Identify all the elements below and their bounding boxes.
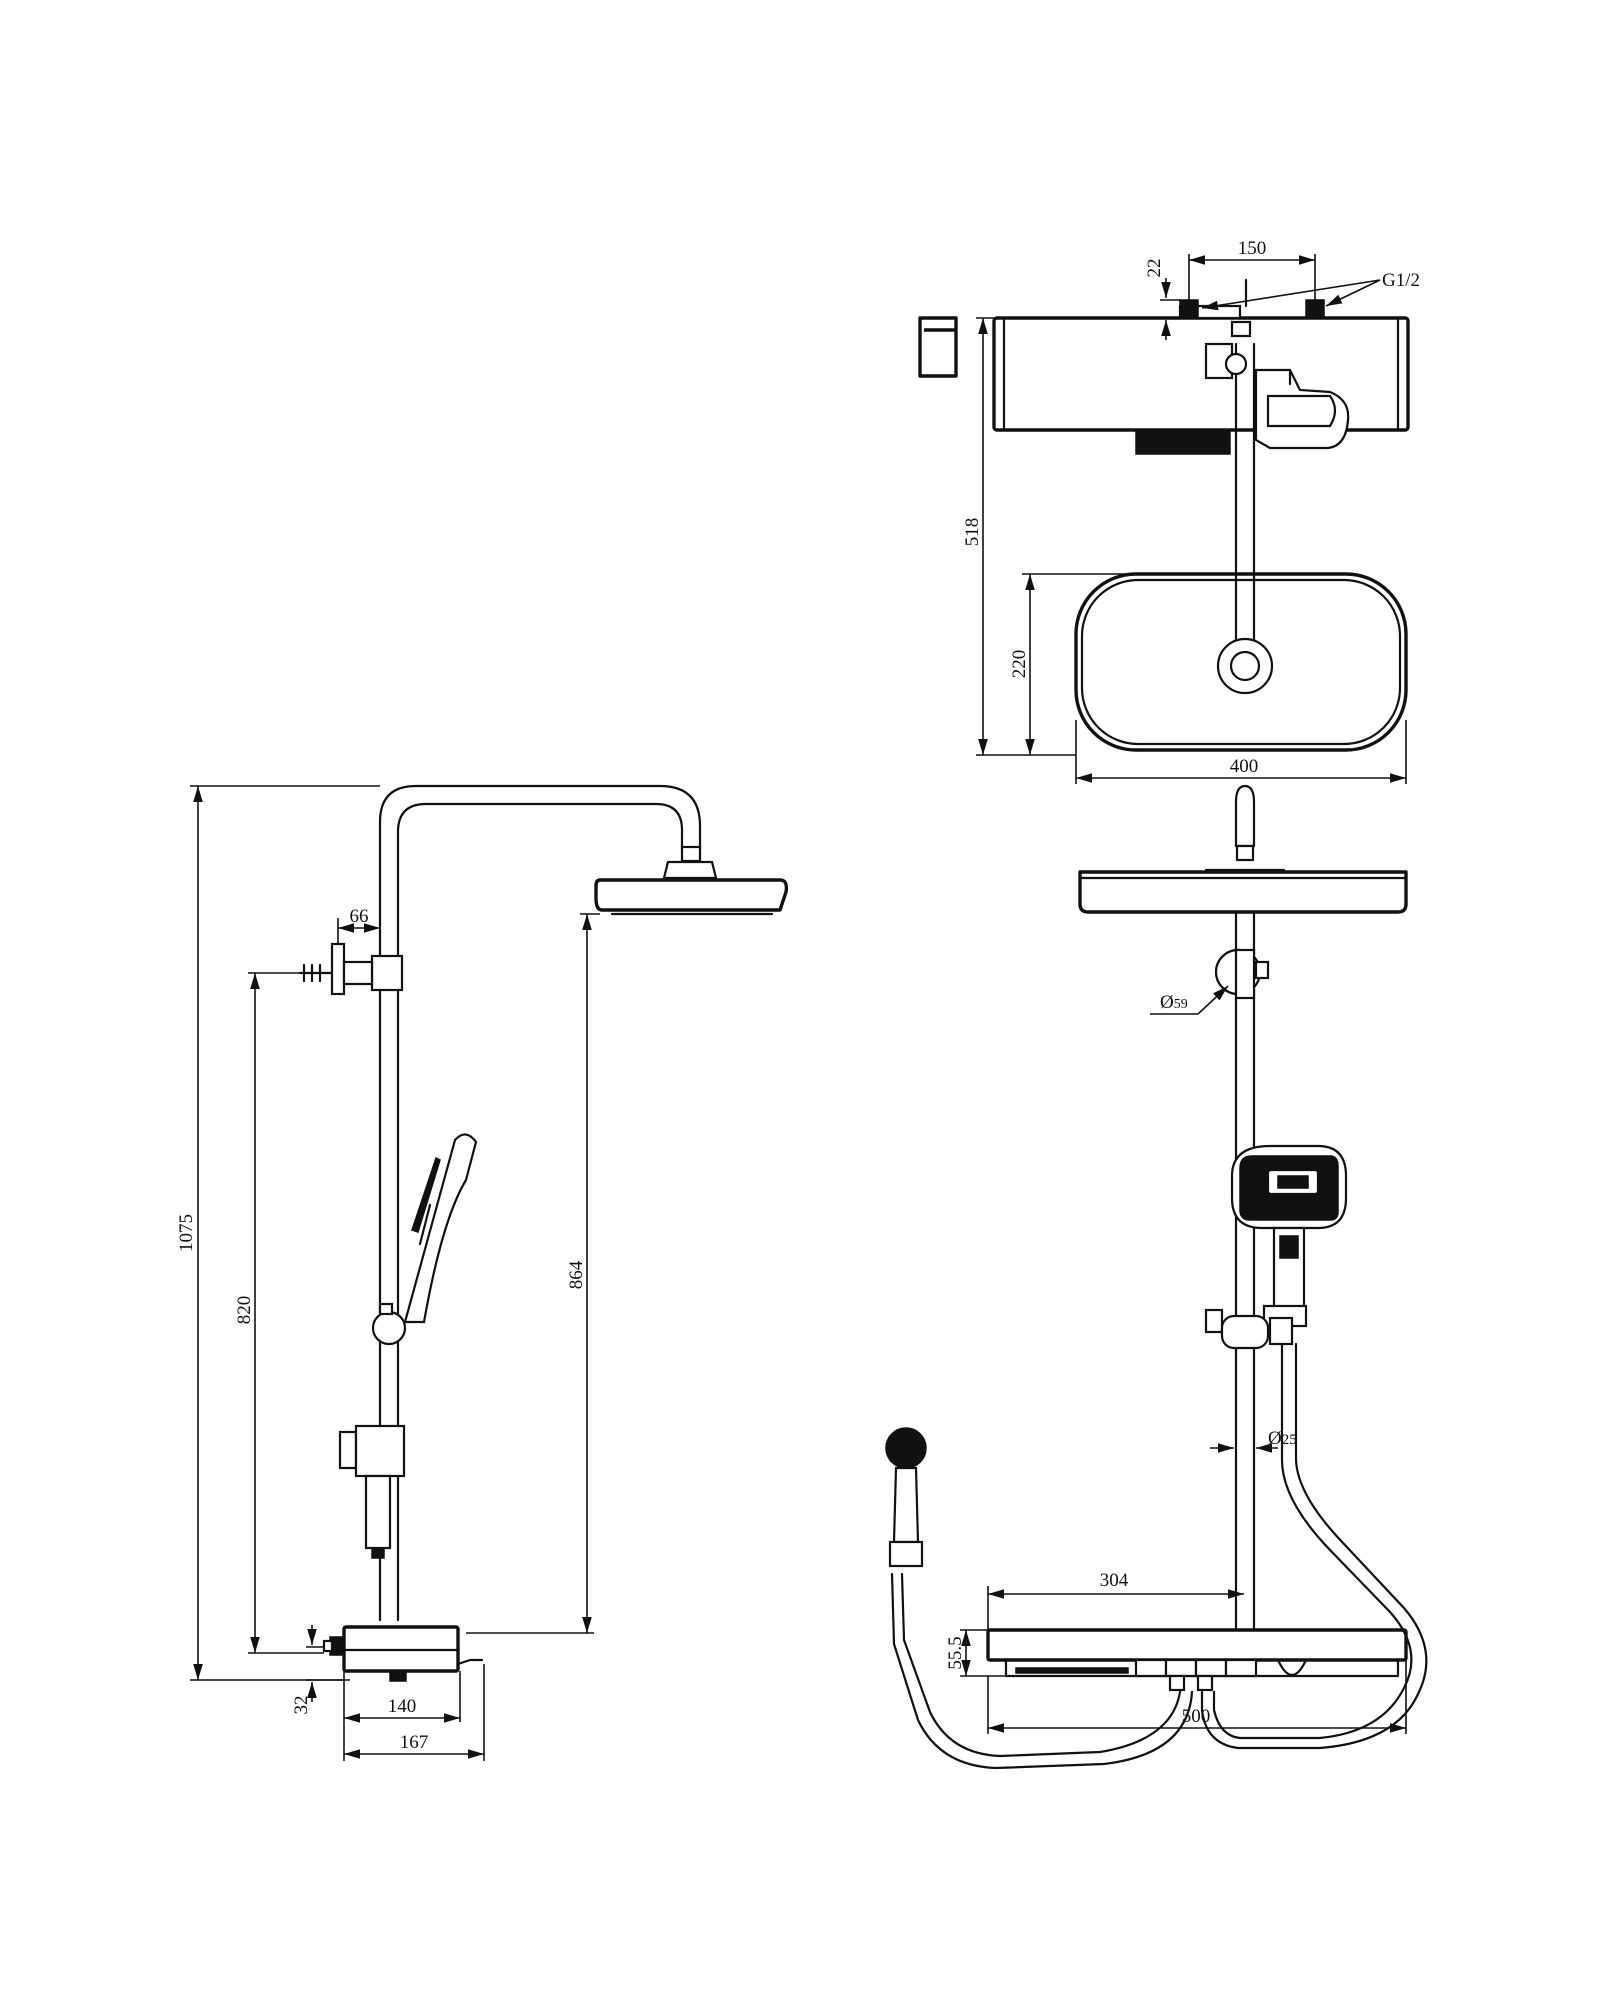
dim-valve-total-depth: 167 [344, 1664, 485, 1761]
top-shelf-outline [992, 304, 1410, 455]
dim-total-height: 1075 [176, 785, 380, 1681]
label-pipe-diameter: 25 [1282, 1432, 1297, 1448]
label-head-width: 400 [1230, 756, 1259, 777]
dim-inlet-spacing: 150 [1188, 238, 1316, 300]
callout-pipe-diameter: Ø25 [1210, 1428, 1297, 1453]
top-arm [1204, 342, 1256, 642]
label-shelf-width: 500 [1182, 1706, 1211, 1727]
label-head-height: 864 [566, 1260, 587, 1289]
side-hose-holder [338, 1424, 406, 1559]
top-inlets [1179, 278, 1325, 338]
side-view: 1075 820 864 66 32 [176, 784, 789, 1761]
label-valve-depth: 140 [388, 1696, 417, 1717]
front-riser-pipe [1234, 910, 1256, 1632]
svg-text:Ø59: Ø59 [1160, 992, 1188, 1013]
label-thread: G1/2 [1382, 270, 1420, 291]
side-valve-body [322, 1625, 484, 1682]
front-holder [1204, 1308, 1294, 1350]
label-diameter-symbol-2: Ø [1268, 1428, 1282, 1449]
front-view: Ø59 Ø25 [885, 784, 1428, 1770]
label-head-depth: 220 [1009, 650, 1030, 679]
dim-projection: 518 [962, 317, 1076, 756]
side-hand-shower [371, 1133, 478, 1346]
front-slider: Ø59 [1150, 948, 1270, 1015]
front-rain-head [1078, 784, 1408, 914]
front-handheld [885, 1427, 927, 1568]
dim-head-depth: 220 [1009, 573, 1130, 755]
label-projection: 518 [962, 518, 983, 547]
dim-inlet-depth: 22 [1144, 259, 1180, 340]
dim-valve-height: 32 [291, 1625, 344, 1715]
top-rain-head [1074, 572, 1408, 752]
top-view: 150 22 G1/2 518 220 [918, 238, 1420, 784]
dim-head-width: 400 [1075, 720, 1407, 784]
side-head-shower [594, 860, 789, 916]
label-valve-height: 32 [291, 1696, 312, 1715]
front-hose [890, 1342, 1428, 1770]
top-valve-handles [1254, 368, 1350, 450]
dim-shelf-width: 500 [987, 1660, 1407, 1734]
label-inlet-depth: 22 [1144, 259, 1165, 278]
label-wall-offset: 66 [350, 906, 369, 927]
dim-wall-offset: 66 [337, 906, 381, 956]
front-hand-shower [1230, 1144, 1348, 1328]
side-wall-bracket [298, 942, 404, 996]
label-bracket-height: 820 [234, 1296, 255, 1325]
label-shelf-height: 55.5 [945, 1636, 966, 1669]
dim-shelf-offset: 304 [987, 1570, 1244, 1630]
dim-bracket-height: 820 [234, 972, 324, 1654]
label-valve-total-depth: 167 [400, 1732, 429, 1753]
dim-valve-depth: 140 [343, 1671, 461, 1761]
label-slider-diameter: 59 [1174, 997, 1188, 1012]
side-riser-pipe [378, 784, 702, 1622]
label-shelf-offset: 304 [1100, 1570, 1129, 1591]
callout-thread: G1/2 [1201, 270, 1420, 311]
top-small-block [918, 316, 958, 378]
dim-head-height: 864 [466, 913, 600, 1634]
label-total-height: 1075 [176, 1214, 197, 1252]
front-shelf [986, 1628, 1408, 1692]
label-inlet-spacing: 150 [1238, 238, 1267, 259]
dim-shelf-height: 55.5 [945, 1629, 1006, 1677]
label-diameter-symbol: Ø [1160, 992, 1174, 1013]
svg-text:Ø25: Ø25 [1268, 1428, 1297, 1449]
